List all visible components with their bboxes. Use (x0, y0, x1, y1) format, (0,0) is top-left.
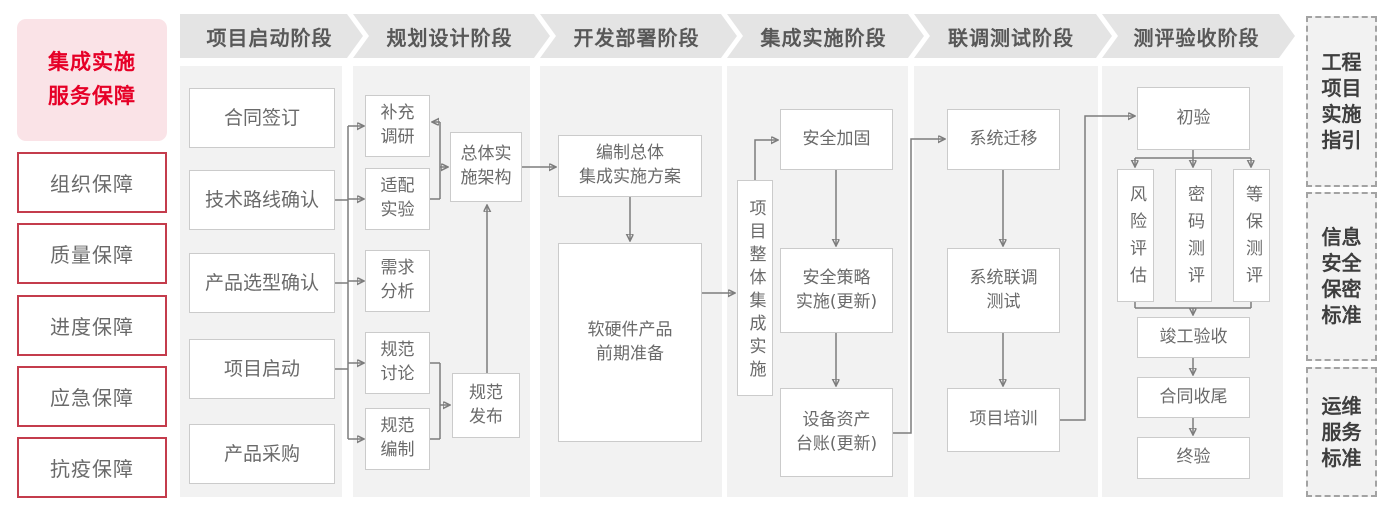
standards-box-infosec-confidentiality-standard: 信息 安全 保密 标准 (1306, 192, 1377, 361)
box-system-migration: 系统迁移 (947, 109, 1060, 170)
box-overall-implementation-architecture: 总体实 施架构 (450, 132, 522, 202)
phase-header-planning-design: 规划设计阶段 (353, 14, 550, 58)
box-overall-project-integration: 项目整体集成实施 (737, 180, 773, 396)
standards-box-project-implementation-guide: 工程 项目 实施 指引 (1306, 16, 1377, 187)
sidebar-item-schedule-guarantee: 进度保障 (17, 295, 167, 356)
box-final-acceptance: 终验 (1137, 437, 1250, 479)
box-project-training: 项目培训 (947, 388, 1060, 452)
box-product-procurement: 产品采购 (189, 424, 335, 484)
phase-header-integration-implementation: 集成实施阶段 (727, 14, 924, 58)
phase-header-label: 规划设计阶段 (386, 25, 513, 50)
sidebar-item-organization-guarantee: 组织保障 (17, 152, 167, 213)
phase-header-joint-debug-test: 联调测试阶段 (914, 14, 1112, 58)
standards-row: 信息 (1321, 225, 1362, 249)
standards-row: 服务 (1321, 419, 1362, 444)
standards-box-ops-service-standard: 运维 服务 标准 (1306, 367, 1377, 497)
standards-row: 保密 (1321, 277, 1362, 301)
phase-header-project-kickoff: 项目启动阶段 (180, 14, 363, 58)
standards-row: 安全 (1321, 251, 1362, 275)
phase-header-label: 集成实施阶段 (760, 25, 887, 50)
standards-row: 标准 (1321, 303, 1362, 327)
standards-row: 项目 (1321, 76, 1362, 100)
standards-row: 标准 (1321, 445, 1362, 470)
standards-row: 指引 (1321, 128, 1362, 152)
box-tech-route-confirm: 技术路线确认 (189, 170, 335, 230)
standards-row: 实施 (1321, 102, 1362, 126)
box-initial-acceptance: 初验 (1137, 87, 1250, 150)
box-contract-signing: 合同签订 (189, 88, 335, 148)
box-overall-integration-plan: 编制总体 集成实施方案 (558, 135, 702, 197)
box-spec-drafting: 规范 编制 (365, 408, 430, 470)
box-hw-sw-preparation: 软硬件产品 前期准备 (558, 243, 702, 442)
phase-header-label: 联调测试阶段 (948, 25, 1074, 50)
box-classified-protection-evaluation: 等保测评 (1233, 169, 1270, 302)
box-security-policy: 安全策略 实施(更新) (780, 248, 893, 333)
box-spec-discussion: 规范 讨论 (365, 332, 430, 394)
box-supplementary-research: 补充 调研 (365, 95, 430, 157)
standards-row: 运维 (1321, 393, 1362, 418)
box-risk-assessment: 风险评估 (1117, 169, 1154, 302)
box-completion-acceptance: 竣工验收 (1137, 317, 1250, 358)
sidebar-item-emergency-guarantee: 应急保障 (17, 366, 167, 427)
box-requirement-analysis: 需求 分析 (365, 250, 430, 312)
box-crypto-evaluation: 密码测评 (1175, 169, 1212, 302)
phase-header-develop-deploy: 开发部署阶段 (540, 14, 737, 58)
box-project-kickoff: 项目启动 (189, 339, 335, 399)
phase-header-label: 测评验收阶段 (1133, 25, 1260, 50)
box-adaptation-test: 适配 实验 (365, 168, 430, 230)
box-security-hardening: 安全加固 (780, 109, 893, 170)
box-asset-ledger: 设备资产 台账(更新) (780, 388, 893, 477)
standards-row: 工程 (1321, 50, 1362, 74)
sidebar-item-quality-guarantee: 质量保障 (17, 223, 167, 284)
box-system-joint-testing: 系统联调 测试 (947, 248, 1060, 333)
box-spec-release: 规范 发布 (452, 373, 520, 438)
sidebar-title-integration-service-guarantee: 集成实施 服务保障 (17, 19, 167, 141)
box-contract-closure: 合同收尾 (1137, 377, 1250, 418)
phase-header-label: 开发部署阶段 (573, 25, 700, 50)
box-product-selection-confirm: 产品选型确认 (189, 253, 335, 313)
phase-header-label: 项目启动阶段 (206, 25, 333, 50)
sidebar-item-epidemic-guarantee: 抗疫保障 (17, 437, 167, 498)
phase-header-evaluation-acceptance: 测评验收阶段 (1102, 14, 1295, 58)
